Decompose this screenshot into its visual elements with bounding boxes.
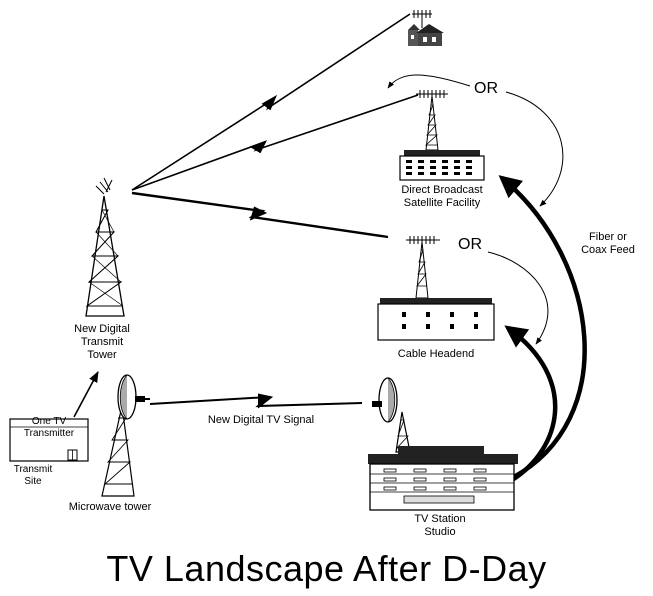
- new-tower-line3: Tower: [87, 349, 117, 361]
- fiber-feed-label: Fiber or Coax Feed: [568, 231, 648, 257]
- transmit-site-line1: Transmit: [13, 464, 53, 475]
- digital-transmit-tower-icon: [85, 177, 125, 317]
- new-tower-line1: New Digital: [74, 323, 130, 335]
- transmitter-box-label: One TV Transmitter: [10, 416, 88, 440]
- transmitter-box: [9, 418, 89, 462]
- or-label-lower: OR: [458, 236, 482, 253]
- studio-line1: TV Station: [414, 513, 466, 525]
- dbs-facility-line1: Direct Broadcast: [401, 184, 483, 196]
- house-icon: [408, 10, 444, 46]
- fiber-feed-line1: Fiber or: [589, 231, 627, 243]
- broadcast-signal-to-dbs: [131, 94, 419, 191]
- new-tower-label: New Digital Transmit Tower: [52, 323, 152, 362]
- broadcast-signal-to-house: [131, 13, 411, 191]
- dbs-antenna-tower-icon: [416, 90, 448, 151]
- dbs-facility-line2: Satellite Facility: [403, 197, 481, 209]
- microwave-tower-label: Microwave tower: [68, 501, 152, 513]
- dbs-building-icon: [399, 150, 485, 181]
- microwave-tower-studio-icon: [372, 377, 411, 453]
- or-curve-upper: [387, 74, 564, 207]
- transmit-site-label: Transmit Site: [8, 464, 58, 488]
- or-label-upper: OR: [474, 80, 498, 97]
- transmit-site-line2: Site: [24, 476, 42, 487]
- transmitter-box-line2: Transmitter: [23, 428, 75, 439]
- fiber-feed-arrow-to-dbs: [498, 175, 587, 480]
- cable-headend-label: Cable Headend: [397, 348, 475, 360]
- studio-building-icon: [368, 446, 518, 511]
- cable-antenna-tower-icon: [406, 236, 440, 299]
- studio-line2: Studio: [424, 526, 456, 538]
- studio-label: TV Station Studio: [380, 513, 500, 539]
- transmitter-box-line1: One TV: [31, 416, 67, 427]
- cable-building-icon: [377, 298, 495, 341]
- fiber-feed-line2: Coax Feed: [581, 244, 635, 256]
- fiber-feed-arrow-to-cable: [504, 325, 558, 482]
- dbs-facility-label: Direct Broadcast Satellite Facility: [372, 184, 512, 210]
- new-tower-line2: Transmit: [80, 336, 124, 348]
- microwave-signal: [149, 393, 363, 409]
- or-curve-lower: [487, 251, 549, 345]
- transmitter-to-tower-arrow: [73, 371, 99, 418]
- diagram-title: TV Landscape After D-Day: [106, 548, 547, 589]
- signal-label: New Digital TV Signal: [207, 414, 315, 426]
- broadcast-signal-to-cable: [131, 191, 389, 239]
- microwave-tower-left-icon: [101, 374, 150, 497]
